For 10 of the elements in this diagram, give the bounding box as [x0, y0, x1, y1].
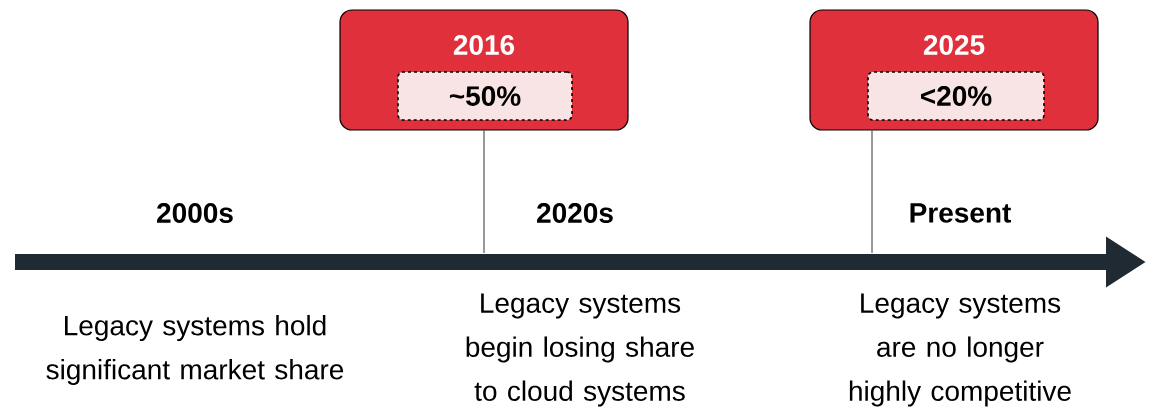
- period-label: Present: [910, 203, 1011, 223]
- leader-line: [483, 130, 485, 254]
- percentage-box: ~50%: [397, 71, 573, 121]
- description-text: Legacy systems are no longer highly competitive: [849, 293, 1071, 407]
- percentage-box: <20%: [867, 71, 1045, 121]
- leader-line: [871, 130, 873, 254]
- description-text: Legacy systems hold significant market share: [46, 314, 344, 386]
- period-label: 2000s: [157, 203, 233, 223]
- description-text: Legacy systems begin losing share to cloud systems: [466, 293, 694, 407]
- period-label: 2020s: [537, 203, 613, 223]
